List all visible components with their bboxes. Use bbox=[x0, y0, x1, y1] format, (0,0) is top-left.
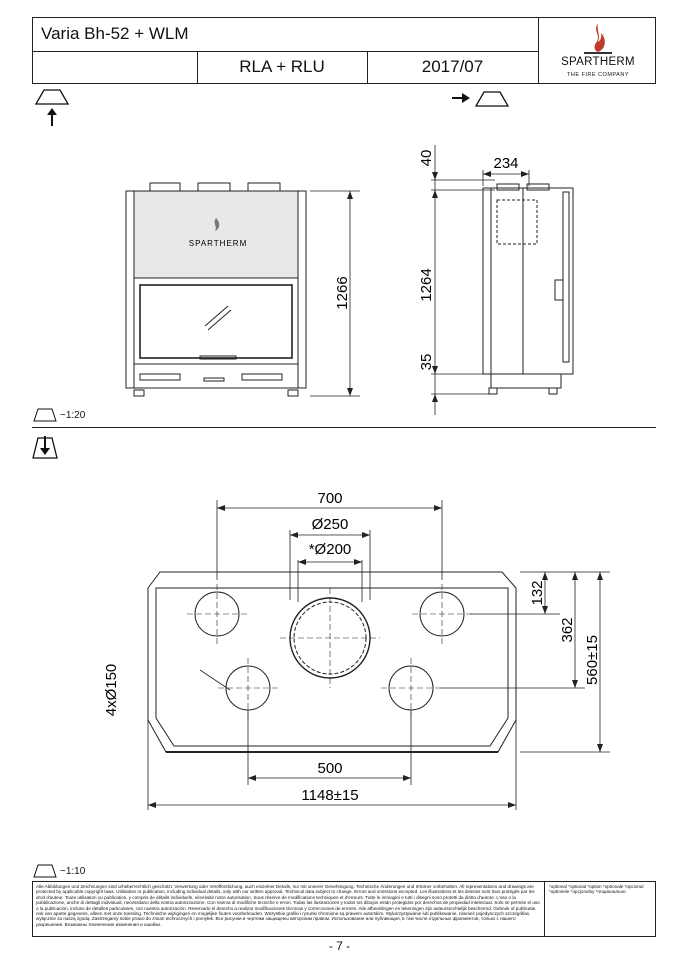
plan-view-drawing: 700 Ø250 *Ø200 132 362 560±15 4xØ150 500… bbox=[103, 490, 610, 810]
scale-top-label: ~1:20 bbox=[60, 410, 86, 421]
side-view-drawing: 234 40 1264 35 bbox=[418, 145, 574, 415]
scale-bottom-label: ~1:10 bbox=[60, 866, 86, 877]
height-132-dimension: 132 bbox=[529, 580, 546, 605]
height-362-dimension: 362 bbox=[559, 617, 576, 642]
width-700-dimension: 700 bbox=[317, 490, 342, 507]
width-1148-dimension: 1148±15 bbox=[301, 787, 358, 804]
divider bbox=[197, 51, 198, 84]
brand-tagline: THE FIRE COMPANY bbox=[567, 72, 629, 78]
product-title: Varia Bh-52 + WLM bbox=[41, 24, 189, 43]
divider bbox=[367, 51, 368, 84]
optional-legend: *optional *optional *option *optionale *… bbox=[549, 884, 644, 895]
width-500-dimension: 500 bbox=[317, 760, 342, 777]
side-height-dimension: 1264 bbox=[418, 268, 435, 301]
side-depth-dimension: 234 bbox=[493, 155, 518, 172]
page-number: - 7 - bbox=[328, 939, 351, 953]
copyright-notice: Alle Abbildungen und Zeichnungen sind ur… bbox=[32, 881, 656, 937]
date-cell: 2017/07 bbox=[421, 57, 484, 76]
divider bbox=[544, 882, 545, 936]
side-view-symbol-icon bbox=[452, 91, 510, 107]
front-view-symbol-icon bbox=[34, 89, 70, 126]
flue-250-dimension: Ø250 bbox=[312, 516, 349, 533]
section-divider bbox=[32, 427, 656, 428]
scale-ruler-icon bbox=[33, 864, 57, 878]
height-560-dimension: 560±15 bbox=[584, 635, 601, 685]
flue-200-dimension: *Ø200 bbox=[309, 541, 352, 558]
copyright-text: Alle Abbildungen und Zeichnungen sind ur… bbox=[36, 884, 540, 927]
brand-name: SPARTHERM bbox=[561, 56, 635, 68]
brand-logo: SPARTHERM THE FIRE COMPANY bbox=[538, 18, 657, 84]
side-top-dimension: 40 bbox=[418, 150, 435, 167]
title-row: Varia Bh-52 + WLM bbox=[33, 18, 538, 52]
flame-icon bbox=[584, 23, 612, 54]
scale-ruler-icon bbox=[33, 408, 57, 422]
title-block: Varia Bh-52 + WLM RLA + RLU 2017/07 SPAR… bbox=[32, 17, 656, 84]
side-foot-dimension: 35 bbox=[418, 354, 435, 371]
front-height-dimension: 1266 bbox=[334, 276, 351, 309]
model-cell: RLA + RLU bbox=[239, 57, 325, 76]
front-brand-plate: SPARTHERM bbox=[189, 239, 248, 248]
holes-dimension: 4xØ150 bbox=[103, 664, 120, 717]
top-view-symbol-icon bbox=[32, 436, 58, 459]
front-view-drawing: SPARTHERM 1266 bbox=[125, 182, 360, 397]
